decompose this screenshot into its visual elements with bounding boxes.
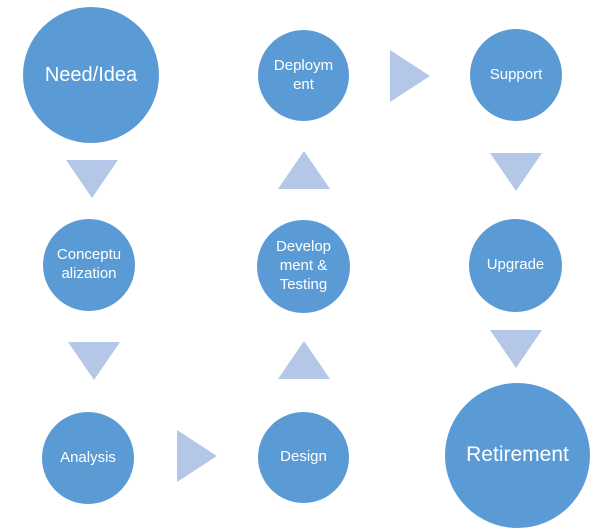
arrow-support-to-upgrade-icon (490, 153, 542, 191)
node-upgrade-label: Upgrade (486, 256, 545, 274)
arrow-conceptualization-to-analysis-icon (68, 342, 120, 380)
arrow-deployment-to-support-icon (390, 50, 430, 102)
node-development-testing-label: Develop ment & Testing (275, 238, 332, 293)
node-support: Support (470, 29, 562, 121)
node-deployment-label: Deploym ent (273, 56, 334, 93)
node-analysis: Analysis (42, 412, 134, 504)
arrow-development-to-deployment-icon (278, 151, 330, 189)
node-design-label: Design (280, 448, 327, 466)
node-analysis-label: Analysis (60, 448, 116, 466)
node-development-testing: Develop ment & Testing (257, 220, 350, 313)
node-need-idea: Need/Idea (23, 7, 159, 143)
arrow-upgrade-to-retirement-icon (490, 330, 542, 368)
node-need-idea-label: Need/Idea (44, 63, 138, 86)
node-deployment: Deploym ent (258, 30, 349, 121)
node-conceptualization: Conceptu alization (43, 219, 135, 311)
node-retirement-label: Retirement (466, 443, 569, 467)
node-support-label: Support (489, 65, 543, 83)
node-design: Design (258, 412, 349, 503)
arrow-design-to-development-icon (278, 341, 330, 379)
node-retirement: Retirement (445, 383, 590, 528)
node-upgrade: Upgrade (469, 219, 562, 312)
arrow-need-idea-to-conceptualization-icon (66, 160, 118, 198)
node-conceptualization-label: Conceptu alization (56, 246, 122, 282)
arrow-analysis-to-design-icon (177, 430, 217, 482)
